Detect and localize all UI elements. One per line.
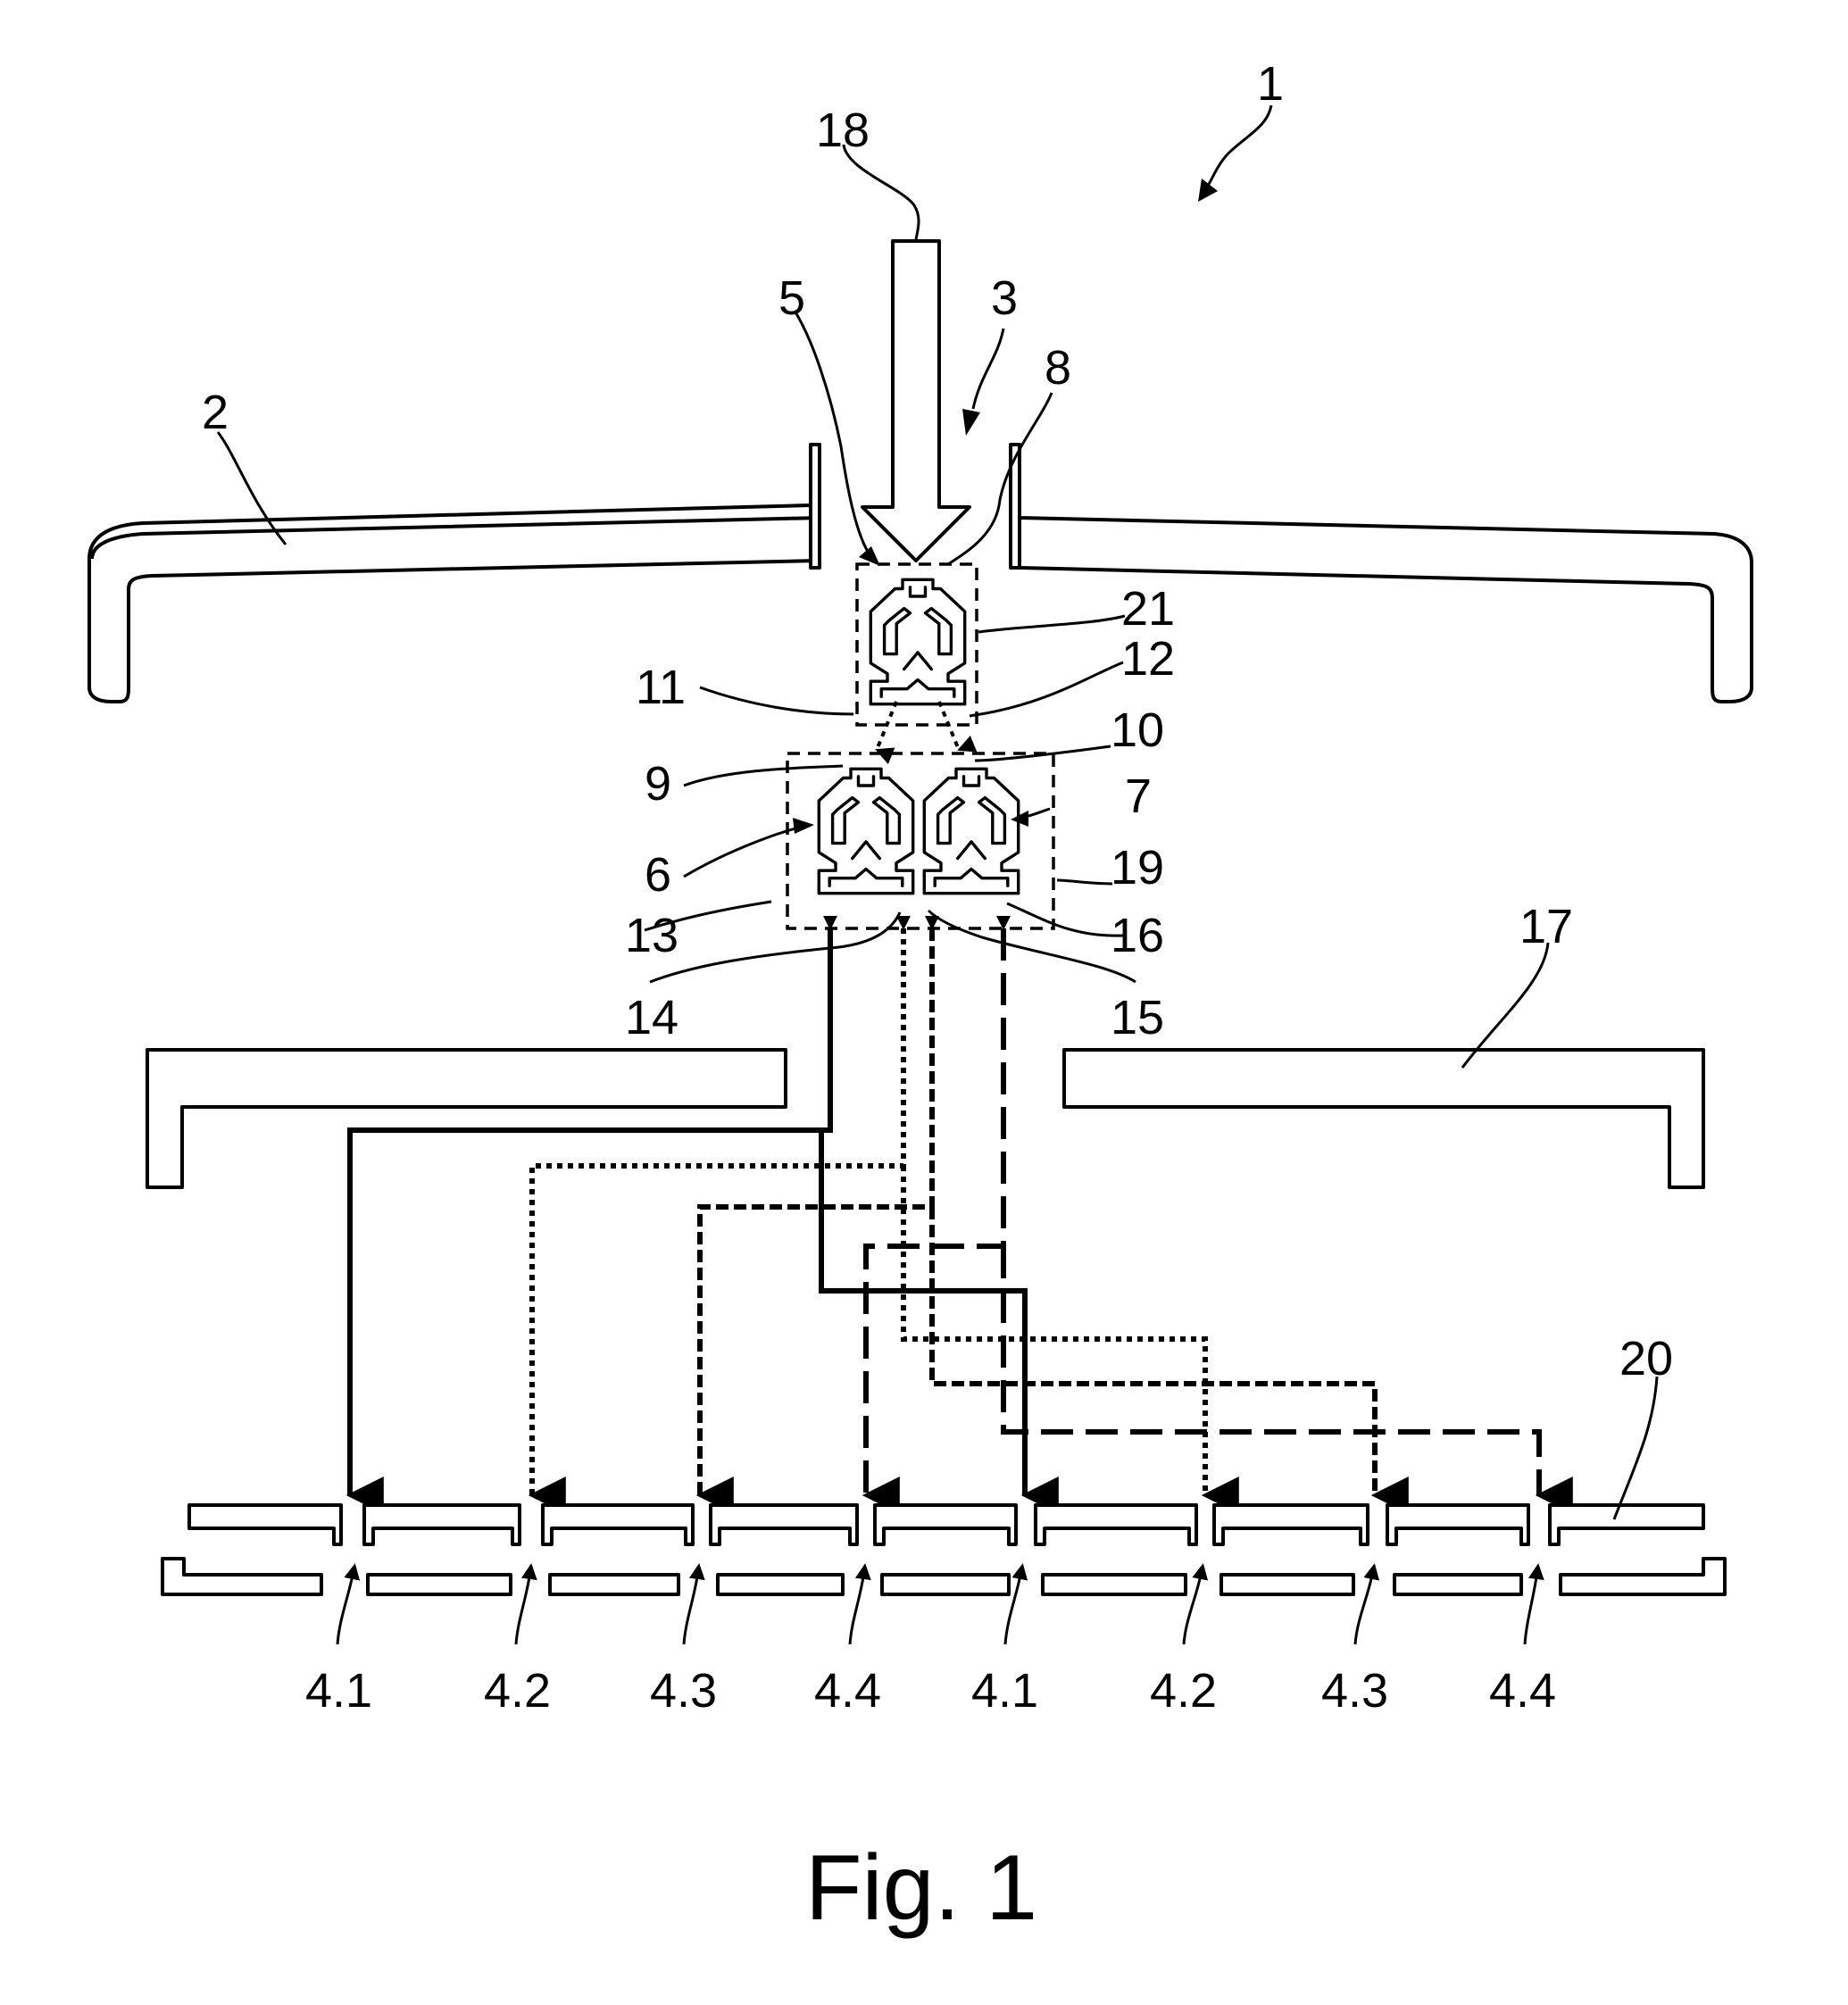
- upper-tray-2: [87, 443, 821, 703]
- middle-tray-17: [146, 1048, 787, 1189]
- lower-deflector-6: [817, 767, 915, 895]
- outlet-label: 4.4: [1489, 1664, 1556, 1718]
- ref-7: 7: [1125, 770, 1152, 823]
- middle-tray-17-right: [1062, 1048, 1705, 1189]
- ref-5: 5: [778, 271, 805, 325]
- upper-tray-2-right: [1011, 443, 1753, 703]
- outlet-label: 4.3: [650, 1664, 717, 1718]
- ref-2: 2: [202, 386, 229, 439]
- ref-8: 8: [1045, 341, 1071, 395]
- ref-14: 14: [625, 991, 678, 1044]
- outlet-row-20: [161, 1503, 1727, 1596]
- ref-3: 3: [991, 271, 1018, 325]
- flow-path-long-dash: [862, 928, 1006, 1514]
- upper-deflector-box-21: [855, 562, 978, 727]
- ref-1: 1: [1257, 57, 1284, 111]
- ref-13: 13: [625, 909, 678, 962]
- input-flow-arrow: [861, 239, 971, 562]
- flow-path-solid: [345, 928, 833, 1514]
- ref-10: 10: [1111, 703, 1164, 757]
- ref-15: 15: [1111, 991, 1164, 1044]
- ref-16: 16: [1111, 909, 1164, 962]
- ref-21: 21: [1121, 582, 1175, 636]
- figure-caption: Fig. 1: [805, 1836, 1037, 1940]
- outlet-label: 4.3: [1321, 1664, 1388, 1718]
- outlet-label: 4.2: [484, 1664, 551, 1718]
- ref-17: 17: [1519, 900, 1573, 953]
- outlet-label: 4.1: [971, 1664, 1038, 1718]
- upper-deflector-8: [869, 578, 967, 706]
- ref-12: 12: [1121, 632, 1175, 686]
- ref-6: 6: [645, 848, 671, 902]
- flow-path-short-dash: [695, 928, 935, 1514]
- ref-11: 11: [636, 661, 686, 714]
- outlet-label: 4.2: [1150, 1664, 1217, 1718]
- lower-deflector-box-19: [786, 752, 1055, 930]
- ref-18: 18: [816, 104, 870, 157]
- ref-9: 9: [645, 757, 671, 811]
- ref-20: 20: [1619, 1332, 1673, 1385]
- ref-19: 19: [1111, 841, 1164, 894]
- lower-deflector-7: [922, 767, 1020, 895]
- flow-path-dotted: [528, 928, 906, 1514]
- outlet-label: 4.1: [305, 1664, 372, 1718]
- outlet-label: 4.4: [814, 1664, 881, 1718]
